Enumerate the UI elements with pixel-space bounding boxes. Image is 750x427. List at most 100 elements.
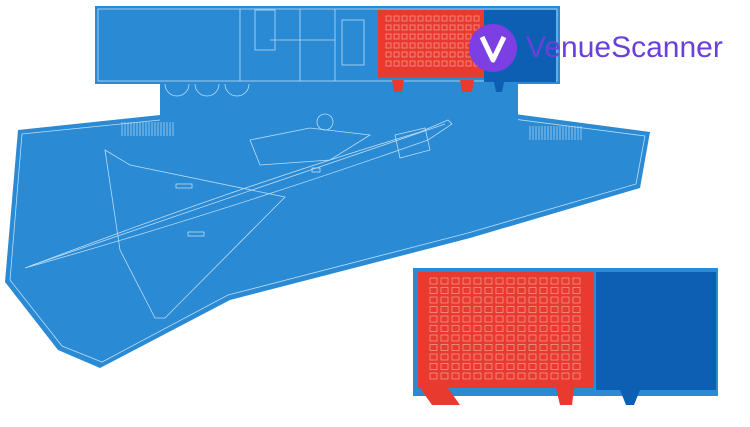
seat [528, 344, 537, 351]
seat [539, 363, 548, 370]
seat [449, 15, 456, 22]
seat [433, 15, 440, 22]
seat [433, 33, 440, 40]
seat [425, 24, 432, 31]
seat [417, 60, 424, 67]
seat [385, 51, 392, 58]
seat [550, 306, 559, 313]
seat [401, 24, 408, 31]
seat [506, 344, 515, 351]
seat [550, 315, 559, 323]
seat [473, 287, 482, 294]
seat [484, 287, 493, 294]
seat [528, 315, 537, 323]
seat [393, 24, 400, 31]
seat [495, 325, 504, 332]
seat [561, 287, 570, 294]
seat [417, 51, 424, 58]
seat [550, 353, 559, 361]
seat [429, 315, 438, 323]
seat [495, 277, 504, 285]
seat [495, 372, 504, 380]
seat [484, 325, 493, 332]
seat [425, 42, 432, 49]
seat [539, 334, 548, 342]
seat [484, 363, 493, 370]
seat [441, 51, 448, 58]
aircraft-wing-right [249, 127, 372, 166]
seat [457, 51, 464, 58]
seat [572, 306, 581, 313]
seat [401, 42, 408, 49]
seat [425, 15, 432, 22]
seat [433, 60, 440, 67]
seat [473, 306, 482, 313]
seat [517, 296, 526, 304]
display-plaque [187, 231, 205, 237]
entrance-marker [460, 80, 474, 92]
seat [539, 277, 548, 285]
seat [517, 306, 526, 313]
seat [440, 353, 449, 361]
seat [393, 33, 400, 40]
seat [539, 372, 548, 380]
right-staircase [529, 126, 582, 140]
seat [440, 277, 449, 285]
seat [462, 353, 471, 361]
seat [465, 60, 472, 67]
seat [550, 287, 559, 294]
seat [561, 315, 570, 323]
seat [528, 277, 537, 285]
upper-building-outline [97, 8, 558, 82]
seat [451, 306, 460, 313]
seat [506, 334, 515, 342]
seat [517, 334, 526, 342]
seat [433, 51, 440, 58]
seat [409, 33, 416, 40]
seat [457, 60, 464, 67]
seat [495, 363, 504, 370]
seat [385, 33, 392, 40]
seat [495, 334, 504, 342]
seat [462, 344, 471, 351]
seat [462, 363, 471, 370]
aircraft-engine [394, 127, 431, 159]
seat [561, 353, 570, 361]
seat [457, 33, 464, 40]
left-staircase [121, 122, 174, 136]
seat [539, 296, 548, 304]
seat [506, 372, 515, 380]
seat [473, 353, 482, 361]
seat [462, 306, 471, 313]
seat [572, 277, 581, 285]
seat [550, 372, 559, 380]
seat [473, 24, 480, 31]
seat [462, 325, 471, 332]
seat [429, 325, 438, 332]
seat [473, 325, 482, 332]
seat [550, 344, 559, 351]
seat [561, 277, 570, 285]
seat [550, 277, 559, 285]
seat [561, 344, 570, 351]
seat [572, 315, 581, 323]
seat [550, 325, 559, 332]
seat [457, 24, 464, 31]
seat [393, 60, 400, 67]
hangar-floor [5, 112, 650, 368]
seat [550, 334, 559, 342]
seat [506, 277, 515, 285]
seat [528, 306, 537, 313]
seat [517, 315, 526, 323]
seat [465, 24, 472, 31]
seat [441, 15, 448, 22]
seat [473, 372, 482, 380]
seat [484, 315, 493, 323]
seat [441, 42, 448, 49]
seat [506, 306, 515, 313]
seat [425, 33, 432, 40]
seat [429, 353, 438, 361]
seat [429, 277, 438, 285]
